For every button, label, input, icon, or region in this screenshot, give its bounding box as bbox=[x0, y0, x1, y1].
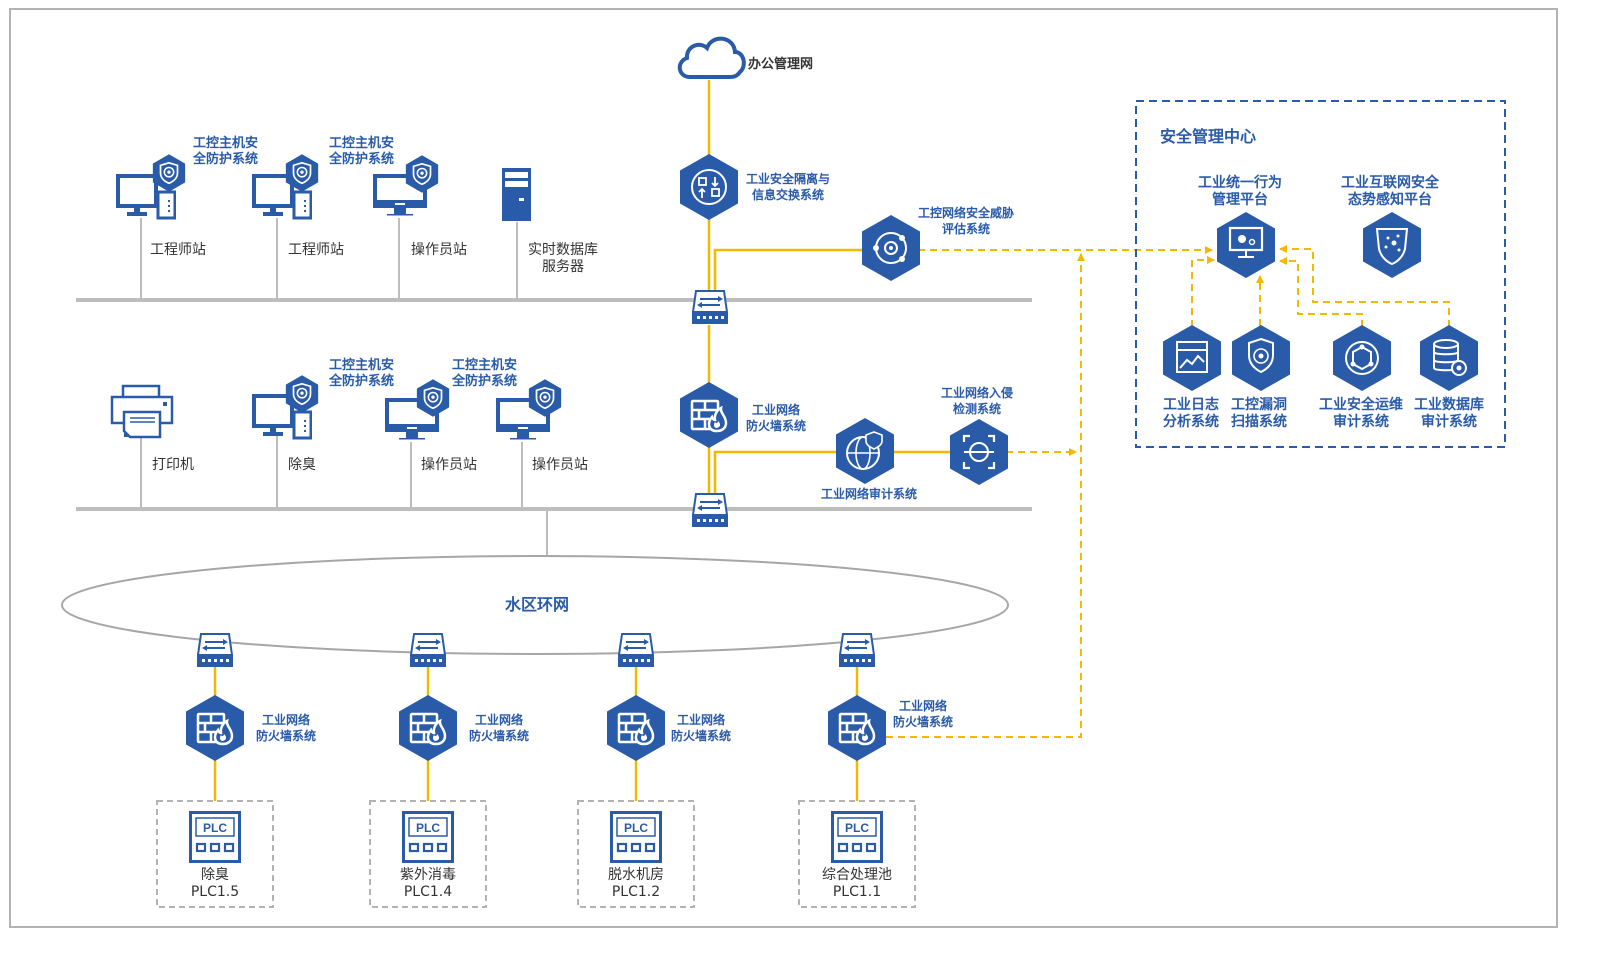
log-chart-icon[interactable] bbox=[1163, 325, 1221, 391]
switch-icon[interactable] bbox=[197, 633, 233, 667]
firewall-label: 工业网络 防火墙系统 bbox=[671, 713, 732, 743]
scan-icon[interactable] bbox=[950, 419, 1008, 485]
plc-icon[interactable] bbox=[831, 811, 883, 863]
subsystem-label: 工业安全运维 审计系统 bbox=[1319, 397, 1403, 430]
firewall-label: 工业网络 防火墙系统 bbox=[469, 713, 530, 743]
switch-icon[interactable] bbox=[618, 633, 654, 667]
security-center-box bbox=[1135, 100, 1506, 448]
isolation-gateway-label: 工业安全隔离与 信息交换系统 bbox=[746, 172, 831, 202]
switch-icon[interactable] bbox=[692, 493, 728, 527]
switch-icon[interactable] bbox=[692, 290, 728, 324]
threat-assessment-label: 工控网络安全威胁 评估系统 bbox=[918, 206, 1015, 236]
station-label: 工程师站 bbox=[288, 242, 344, 258]
shield-target-icon[interactable] bbox=[1232, 325, 1290, 391]
security-center-title: 安全管理中心 bbox=[1160, 127, 1257, 146]
plc-icon[interactable] bbox=[402, 811, 454, 863]
shield-network-icon[interactable] bbox=[1363, 212, 1421, 278]
plc-icon-text: PLC bbox=[624, 821, 648, 835]
plc-box bbox=[577, 800, 695, 908]
plc-box bbox=[369, 800, 487, 908]
subsystem-label: 工业数据库 审计系统 bbox=[1414, 397, 1484, 430]
plc-icon-text: PLC bbox=[203, 821, 227, 835]
host-protection-label: 工控主机安 全防护系统 bbox=[329, 136, 395, 167]
firewall-icon[interactable] bbox=[398, 695, 458, 761]
firewall-label: 工业网络 防火墙系统 bbox=[256, 713, 317, 743]
plc-icon[interactable] bbox=[189, 811, 241, 863]
switch-icon[interactable] bbox=[839, 633, 875, 667]
host-protection-label: 工控主机安 全防护系统 bbox=[329, 358, 395, 389]
audit-system-label: 工业网络审计系统 bbox=[821, 487, 918, 501]
plc-label: 紫外消毒 PLC1.4 bbox=[400, 867, 456, 900]
firewall-icon[interactable] bbox=[679, 382, 739, 448]
ring-network-label: 水区环网 bbox=[505, 595, 570, 614]
station-label: 打印机 bbox=[152, 457, 194, 473]
situation-platform-label: 工业互联网安全 态势感知平台 bbox=[1341, 175, 1439, 208]
host-protection-label: 工控主机安 全防护系统 bbox=[193, 136, 259, 167]
firewall-icon[interactable] bbox=[606, 695, 666, 761]
plc-label: 除臭 PLC1.5 bbox=[190, 867, 240, 900]
host-shield-icon[interactable] bbox=[416, 379, 450, 417]
switch-icon[interactable] bbox=[410, 633, 446, 667]
printer-icon[interactable] bbox=[110, 384, 174, 439]
office-network-label: 办公管理网 bbox=[748, 57, 814, 72]
target-network-icon[interactable] bbox=[862, 215, 920, 281]
host-protection-label: 工控主机安 全防护系统 bbox=[452, 358, 518, 389]
diagram-frame bbox=[9, 8, 1558, 928]
subsystem-label: 工控漏洞 扫描系统 bbox=[1231, 397, 1287, 430]
host-shield-icon[interactable] bbox=[528, 379, 562, 417]
firewall-icon[interactable] bbox=[185, 695, 245, 761]
plc-box bbox=[156, 800, 274, 908]
station-label: 操作员站 bbox=[532, 457, 588, 473]
globe-audit-icon[interactable] bbox=[836, 418, 894, 484]
ring-network-ellipse bbox=[61, 555, 1009, 655]
firewall-label: 工业网络 防火墙系统 bbox=[893, 699, 954, 729]
behavior-platform-label: 工业统一行为 管理平台 bbox=[1198, 175, 1282, 208]
firewall-label: 工业网络 防火墙系统 bbox=[746, 403, 807, 433]
plc-box bbox=[798, 800, 916, 908]
intrusion-detection-label: 工业网络入侵 检测系统 bbox=[941, 386, 1014, 416]
station-label: 操作员站 bbox=[421, 457, 477, 473]
database-gear-icon[interactable] bbox=[1420, 325, 1478, 391]
plc-icon[interactable] bbox=[610, 811, 662, 863]
station-label: 操作员站 bbox=[411, 242, 467, 258]
plc-icon-text: PLC bbox=[416, 821, 440, 835]
station-label: 实时数据库 服务器 bbox=[528, 242, 598, 275]
plc-icon-text: PLC bbox=[845, 821, 869, 835]
plc-label: 脱水机房 PLC1.2 bbox=[608, 867, 664, 900]
cloud-icon[interactable] bbox=[677, 36, 746, 79]
monitor-gear-icon[interactable] bbox=[1217, 212, 1275, 278]
plc-label: 综合处理池 PLC1.1 bbox=[822, 867, 892, 900]
cube-network-icon[interactable] bbox=[1333, 325, 1391, 391]
host-shield-icon[interactable] bbox=[405, 155, 439, 193]
station-label: 除臭 bbox=[288, 457, 316, 473]
firewall-icon[interactable] bbox=[827, 695, 887, 761]
server-icon[interactable] bbox=[502, 168, 531, 221]
data-exchange-icon[interactable] bbox=[680, 154, 738, 220]
station-label: 工程师站 bbox=[150, 242, 206, 258]
subsystem-label: 工业日志 分析系统 bbox=[1163, 397, 1219, 430]
